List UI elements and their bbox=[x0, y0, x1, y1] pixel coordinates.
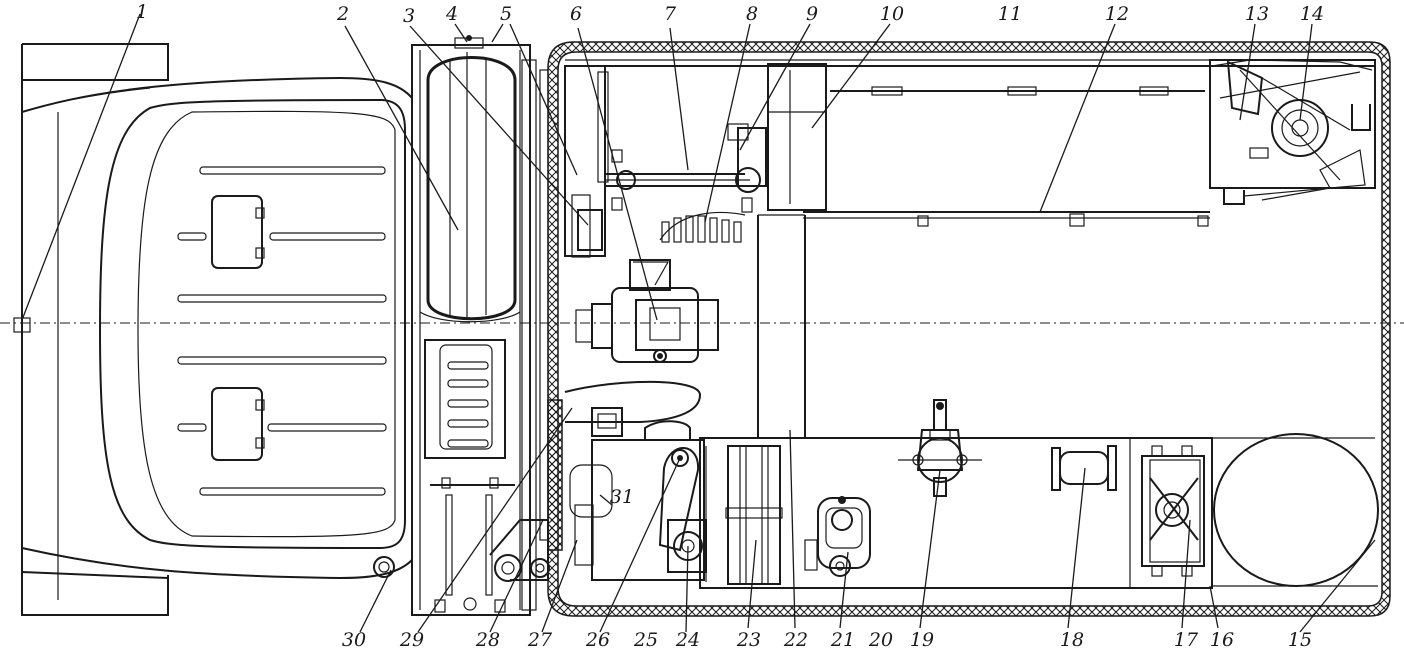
label-7: 7 bbox=[664, 3, 677, 25]
label-22: 22 bbox=[783, 629, 808, 651]
grinder-18 bbox=[1051, 445, 1117, 491]
label-14: 14 bbox=[1300, 3, 1324, 25]
label-13: 13 bbox=[1245, 3, 1269, 25]
cabinet-10 bbox=[767, 63, 827, 211]
drum-15 bbox=[1212, 433, 1379, 587]
label-25: 25 bbox=[633, 629, 658, 651]
label-19: 19 bbox=[910, 629, 934, 651]
van-body bbox=[547, 41, 1391, 617]
beacon-light bbox=[373, 556, 395, 578]
label-6: 6 bbox=[570, 3, 582, 25]
lower-equipment-bench bbox=[699, 399, 1379, 589]
label-29: 29 bbox=[399, 629, 424, 651]
upper-compartment bbox=[564, 59, 1376, 438]
label-28: 28 bbox=[475, 629, 500, 651]
label-17: 17 bbox=[1174, 629, 1199, 651]
label-18: 18 bbox=[1060, 629, 1084, 651]
vise-19 bbox=[898, 399, 982, 497]
roof-hatch-lower bbox=[211, 387, 263, 461]
label-9: 9 bbox=[806, 3, 818, 25]
label-16: 16 bbox=[1210, 629, 1234, 651]
label-26: 26 bbox=[585, 629, 610, 651]
label-1: 1 bbox=[136, 1, 148, 23]
roof-hatch-upper bbox=[211, 195, 263, 269]
tank-frame-section bbox=[411, 35, 550, 616]
lower-left-compartment bbox=[564, 380, 707, 581]
truck-cab bbox=[13, 43, 413, 616]
label-10: 10 bbox=[880, 3, 904, 25]
label-31: 31 bbox=[610, 486, 634, 508]
heater-radiator-8 bbox=[659, 211, 746, 243]
label-8: 8 bbox=[746, 3, 758, 25]
label-27: 27 bbox=[527, 629, 553, 651]
wheel-reel-14 bbox=[1271, 99, 1329, 157]
leader-lines-bottom bbox=[599, 429, 1219, 629]
anvil-17 bbox=[1141, 445, 1205, 577]
label-4: 4 bbox=[445, 3, 458, 25]
label-15: 15 bbox=[1288, 629, 1312, 651]
label-21: 21 bbox=[830, 629, 855, 651]
leader-lines bbox=[21, 13, 1376, 633]
label-5: 5 bbox=[500, 3, 512, 25]
label-2: 2 bbox=[336, 3, 349, 25]
label-23: 23 bbox=[736, 629, 761, 651]
label-30: 30 bbox=[342, 629, 366, 651]
label-20: 20 bbox=[868, 629, 893, 651]
label-12: 12 bbox=[1105, 3, 1129, 25]
cabinet-23 bbox=[727, 445, 781, 585]
gas-cylinder bbox=[426, 56, 517, 321]
motor-unit-6 bbox=[575, 259, 719, 363]
generator-25 bbox=[591, 439, 705, 581]
roof-ribs bbox=[177, 166, 387, 496]
label-11: 11 bbox=[998, 3, 1022, 25]
label-24: 24 bbox=[675, 629, 700, 651]
drill-press-21 bbox=[804, 496, 871, 577]
callout-labels: 1 2 3 4 5 6 7 8 9 10 11 12 13 14 15 16 1… bbox=[136, 1, 1324, 651]
label-3: 3 bbox=[403, 5, 415, 27]
